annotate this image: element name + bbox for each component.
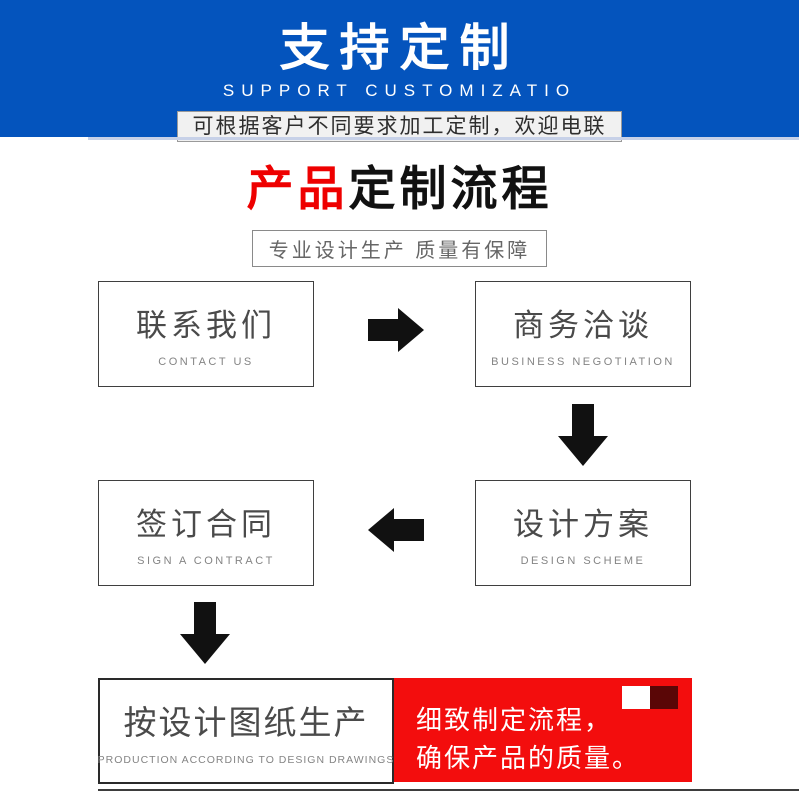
step-label-en: CONTACT US [158, 356, 254, 368]
banner-shadow-divider [88, 137, 799, 140]
step-label-zh: 商务洽谈 [513, 308, 653, 343]
section-title-red-part: 产品 [246, 162, 349, 215]
flow-step-sign-contract: 签订合同 SIGN A CONTRACT [98, 480, 314, 586]
step-label-zh: 联系我们 [136, 308, 276, 343]
arrow-down-icon [558, 404, 608, 466]
flow-step-contact-us: 联系我们 CONTACT US [98, 281, 314, 387]
note-line-2: 确保产品的质量。 [416, 743, 641, 773]
arrow-right-icon [368, 308, 424, 352]
step-label-zh: 按设计图纸生产 [123, 704, 369, 741]
banner-title: 支持定制 [279, 20, 520, 76]
flow-step-production: 按设计图纸生产 PRODUCTION ACCORDING TO DESIGN D… [98, 678, 394, 784]
decor-square-dark [650, 686, 678, 709]
arrow-down-icon [180, 602, 230, 664]
banner-strip: 可根据客户不同要求加工定制，欢迎电联 [177, 111, 622, 142]
step-label-en: DESIGN SCHEME [520, 555, 646, 567]
decor-square-white [622, 686, 650, 709]
tagline-box: 专业设计生产 质量有保障 [251, 230, 548, 267]
note-line-1: 细致制定流程， [416, 705, 613, 735]
step-label-zh: 签订合同 [136, 507, 276, 542]
step-label-en: BUSINESS NEGOTIATION [491, 356, 675, 368]
section-title-black-part: 定制流程 [348, 162, 553, 215]
bottom-divider [98, 789, 799, 791]
title-section: 产品定制流程 专业设计生产 质量有保障 [0, 150, 799, 267]
step-label-zh: 设计方案 [513, 507, 653, 542]
section-title: 产品定制流程 [0, 150, 799, 219]
note-corner-decor [622, 686, 678, 709]
arrow-left-icon [368, 508, 424, 552]
banner-subtitle: SUPPORT CUSTOMIZATIO [222, 81, 577, 100]
step-label-en: PRODUCTION ACCORDING TO DESIGN DRAWINGS [97, 754, 395, 766]
flow-step-design-scheme: 设计方案 DESIGN SCHEME [475, 480, 691, 586]
banner: 支持定制 SUPPORT CUSTOMIZATIO 可根据客户不同要求加工定制，… [0, 0, 799, 142]
quality-note: 细致制定流程， 确保产品的质量。 [394, 678, 692, 782]
flow-step-business-negotiation: 商务洽谈 BUSINESS NEGOTIATION [475, 281, 691, 387]
step-label-en: SIGN A CONTRACT [137, 555, 275, 567]
